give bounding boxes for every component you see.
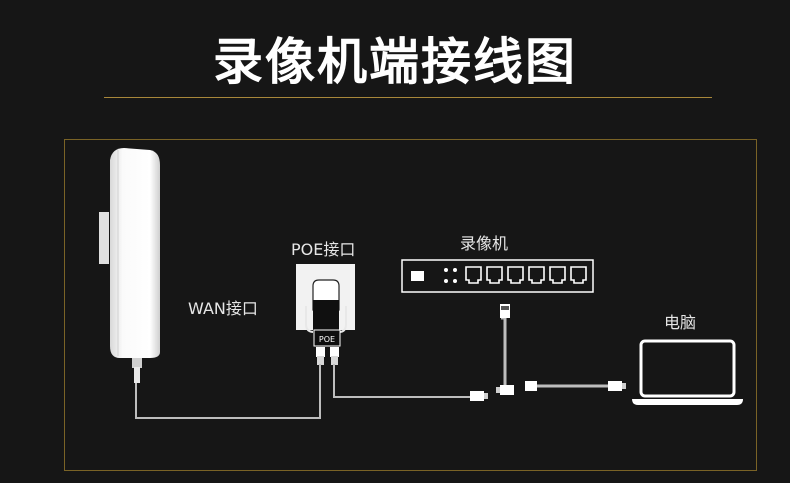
poe-badge-text: POE <box>319 335 335 344</box>
poe-wall-socket <box>296 264 355 340</box>
computer-label: 电脑 <box>664 313 697 332</box>
nvr-label: 录像机 <box>460 234 509 253</box>
poe-injector <box>313 329 341 365</box>
diagram-frame <box>64 139 757 471</box>
rj45-connectors <box>470 304 626 401</box>
nvr-recorder <box>401 259 594 293</box>
wan-port-label: WAN接口 <box>188 299 258 318</box>
laptop-computer <box>632 339 743 405</box>
title-divider <box>104 97 712 98</box>
outdoor-cpe-device <box>99 148 160 383</box>
page-title: 录像机端接线图 <box>213 33 577 91</box>
poe-port-label: POE接口 <box>291 240 356 259</box>
network-cables <box>135 316 608 419</box>
